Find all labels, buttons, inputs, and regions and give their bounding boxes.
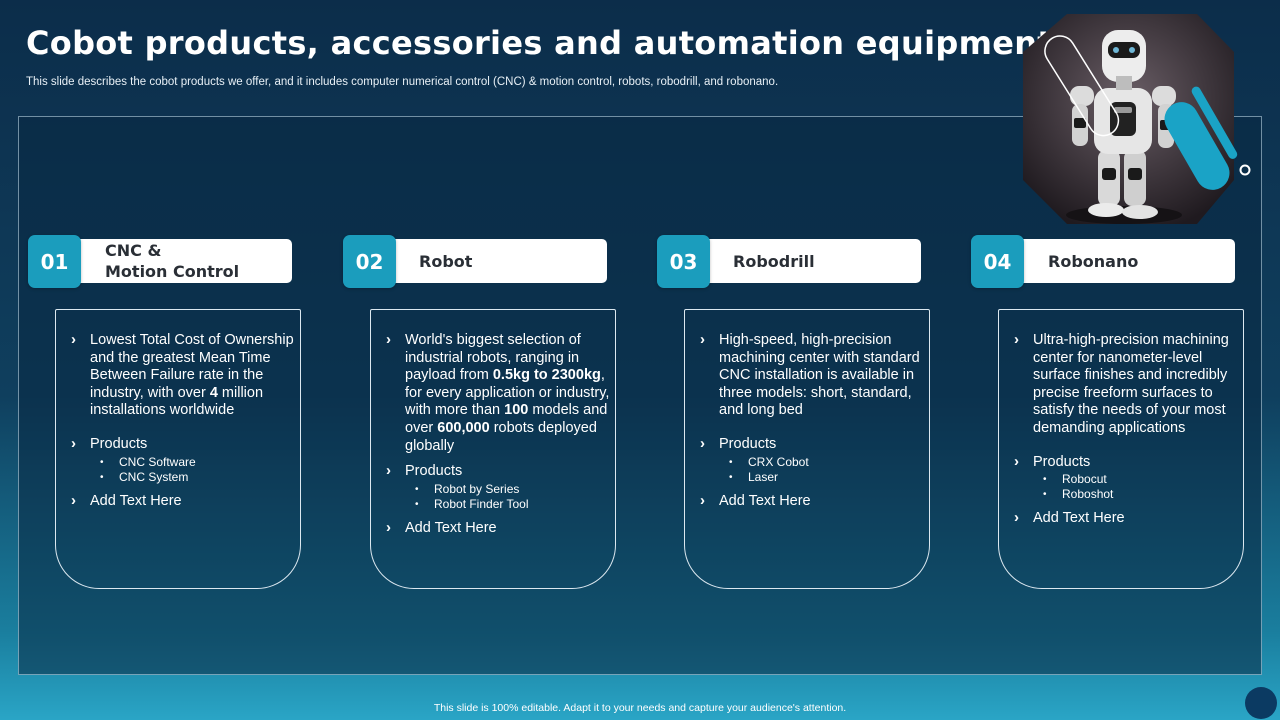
footer-note: This slide is 100% editable. Adapt it to… xyxy=(433,702,847,714)
robot-photo xyxy=(1012,10,1252,240)
corner-circle-decoration xyxy=(1245,687,1277,719)
products-heading: Products xyxy=(1014,453,1241,472)
products-list: Robocut Roboshot xyxy=(1014,472,1241,502)
column-title-robot: Robot xyxy=(419,251,473,271)
description-item: Ultra-high-precision machining center fo… xyxy=(1014,331,1241,438)
product-item: CNC System xyxy=(100,470,298,485)
product-item: Robot Finder Tool xyxy=(415,497,613,512)
column-number-badge: 04 xyxy=(971,235,1024,288)
column-card-robonano: Ultra-high-precision machining center fo… xyxy=(998,309,1244,589)
add-text-placeholder: Add Text Here xyxy=(386,519,613,538)
products-list: CRX Cobot Laser xyxy=(700,455,927,485)
column-title-robonano: Robonano xyxy=(1048,251,1139,271)
products-list: Robot by Series Robot Finder Tool xyxy=(386,482,613,512)
column-title-robodrill: Robodrill xyxy=(733,251,815,271)
column-number-badge: 01 xyxy=(28,235,81,288)
column-title-cnc: CNC & Motion Control xyxy=(105,241,240,281)
slide-subtitle: This slide describes the cobot products … xyxy=(26,76,779,88)
products-list: CNC Software CNC System xyxy=(71,455,298,485)
column-number-badge: 02 xyxy=(343,235,396,288)
add-text-placeholder: Add Text Here xyxy=(71,492,298,511)
products-heading: Products xyxy=(386,462,613,481)
product-item: Robocut xyxy=(1043,472,1241,487)
card-body: Ultra-high-precision machining center fo… xyxy=(1014,331,1241,528)
card-body: High-speed, high-precision machining cen… xyxy=(700,331,927,511)
card-body: World's biggest selection of industrial … xyxy=(386,331,613,538)
product-item: Laser xyxy=(729,470,927,485)
slide-title: Cobot products, accessories and automati… xyxy=(26,24,1053,62)
product-item: Robot by Series xyxy=(415,482,613,497)
products-heading: Products xyxy=(700,435,927,454)
description-item: High-speed, high-precision machining cen… xyxy=(700,331,927,420)
column-card-robot: World's biggest selection of industrial … xyxy=(370,309,616,589)
product-item: CNC Software xyxy=(100,455,298,470)
column-card-robodrill: High-speed, high-precision machining cen… xyxy=(684,309,930,589)
description-item: Lowest Total Cost of Ownership and the g… xyxy=(71,331,298,420)
column-card-cnc: Lowest Total Cost of Ownership and the g… xyxy=(55,309,301,589)
description-item: World's biggest selection of industrial … xyxy=(386,331,613,455)
products-heading: Products xyxy=(71,435,298,454)
add-text-placeholder: Add Text Here xyxy=(700,492,927,511)
product-item: CRX Cobot xyxy=(729,455,927,470)
column-number-badge: 03 xyxy=(657,235,710,288)
product-item: Roboshot xyxy=(1043,487,1241,502)
card-body: Lowest Total Cost of Ownership and the g… xyxy=(71,331,298,511)
add-text-placeholder: Add Text Here xyxy=(1014,509,1241,528)
